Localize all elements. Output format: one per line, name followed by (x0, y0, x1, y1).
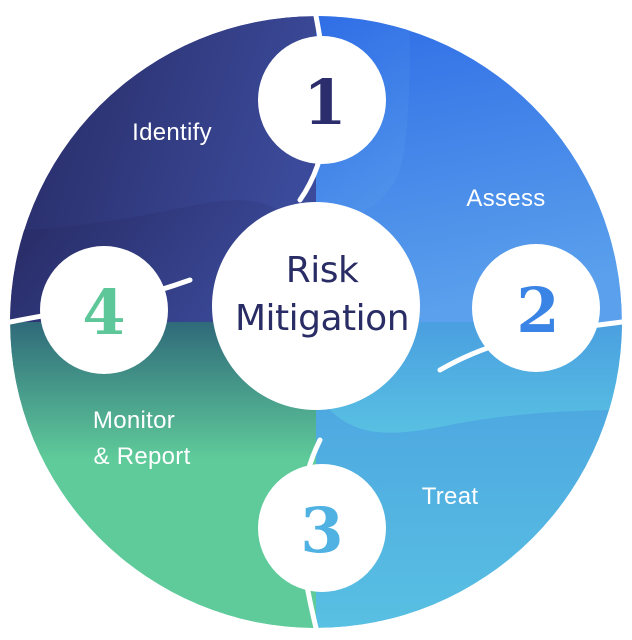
center-title-line-2: Mitigation (235, 298, 409, 339)
step-2-badge (472, 244, 600, 372)
center-title-line-1: Risk (286, 250, 359, 291)
assess-label: Assess (466, 185, 545, 212)
step-2-number: 2 (516, 274, 559, 347)
monitor-label-line-2: & Report (93, 443, 190, 470)
step-3-number: 3 (300, 494, 343, 567)
identify-label: Identify (132, 119, 212, 146)
center-disc (212, 202, 420, 410)
step-1-badge (258, 36, 386, 164)
treat-label: Treat (422, 483, 479, 510)
step-3-badge (258, 464, 386, 592)
step-4-number: 4 (82, 276, 125, 349)
step-1-number: 1 (303, 66, 346, 139)
step-4-badge (40, 246, 168, 374)
monitor-label-line-1: Monitor (93, 407, 175, 434)
